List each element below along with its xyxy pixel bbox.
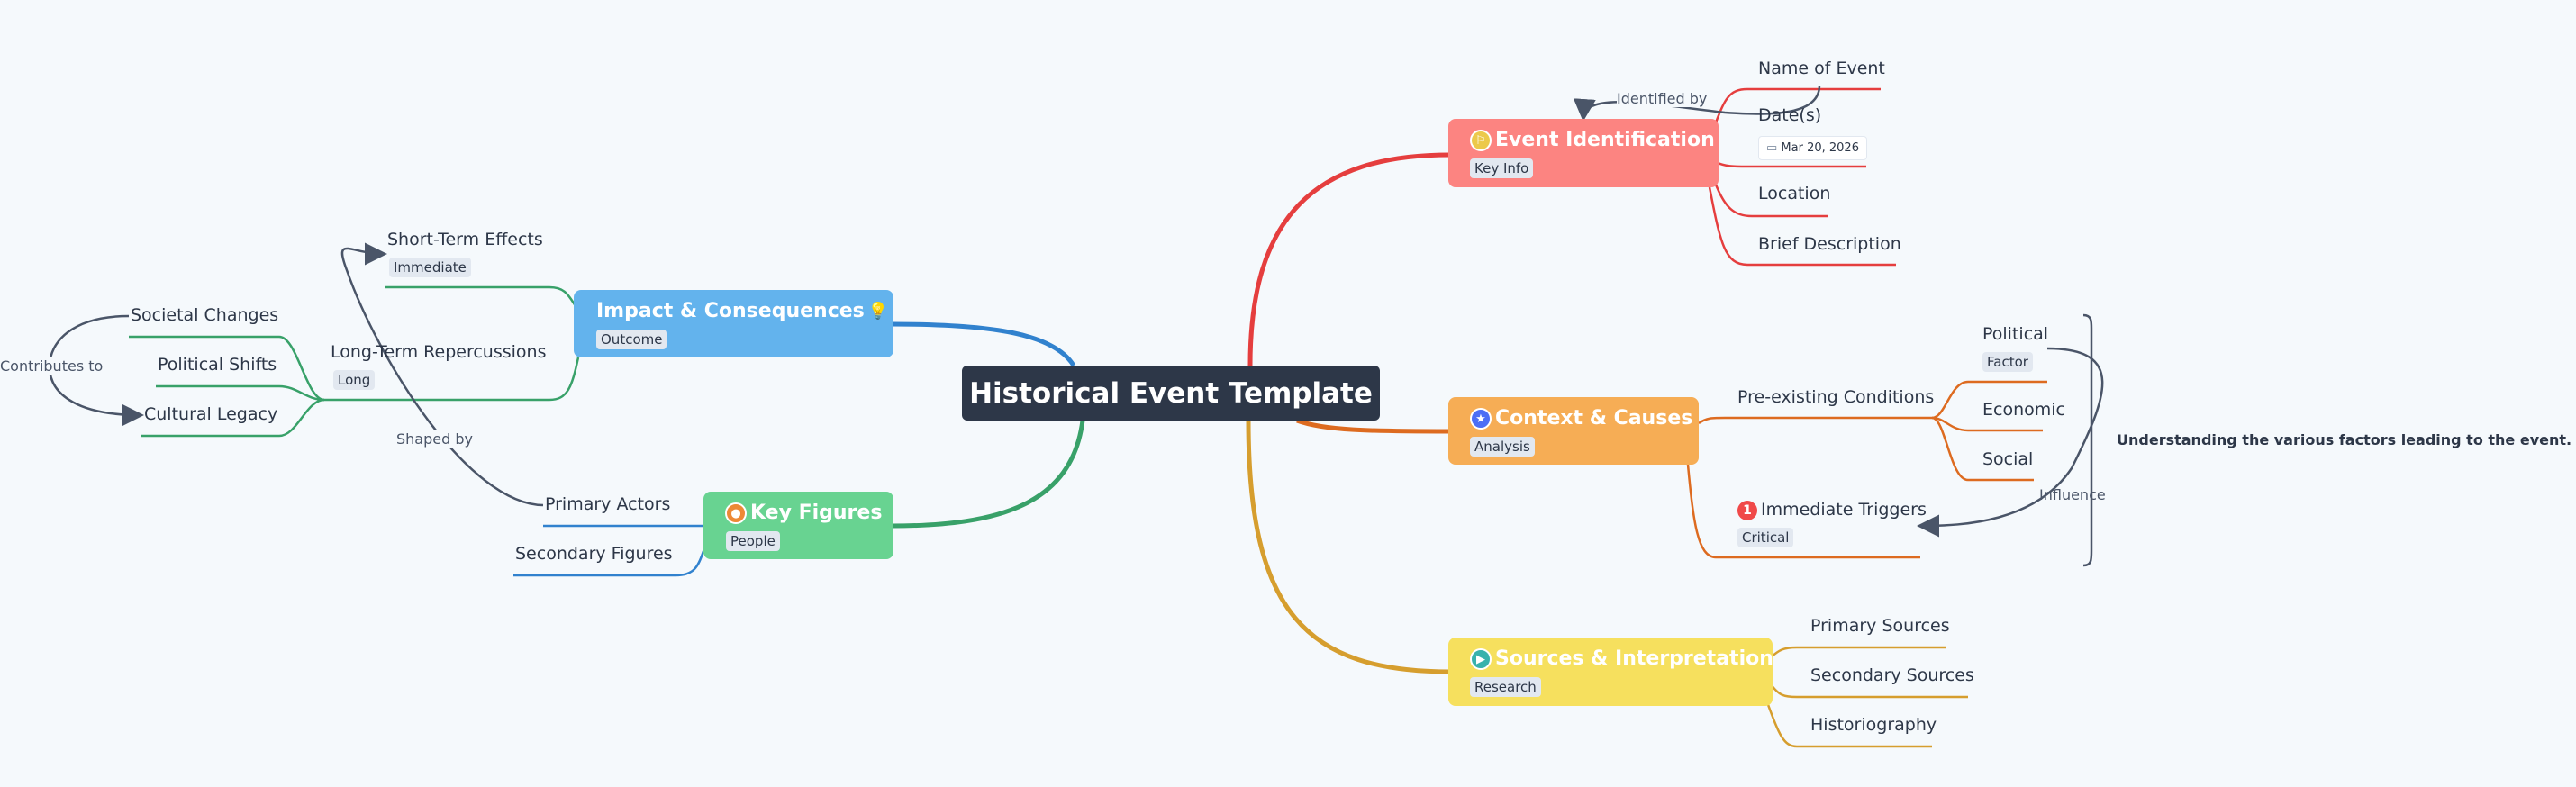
topic-tag: Key Info	[1470, 158, 1534, 178]
subtopic-secondary-figures[interactable]: Secondary Figures	[515, 544, 673, 564]
subtopic-cultural-legacy[interactable]: Cultural Legacy	[144, 404, 278, 424]
relation-label-contributes-to: Contributes to	[0, 357, 104, 375]
critical-tag: Critical	[1737, 528, 1794, 547]
topic-event-identification[interactable]: ⚐ Event Identification Key Info	[1448, 119, 1719, 187]
subtopic-immediate-triggers[interactable]: Immediate Triggers	[1761, 500, 1927, 520]
topic-context-causes[interactable]: ★ Context & Causes Analysis	[1448, 397, 1699, 465]
subtopic-economic[interactable]: Economic	[1982, 400, 2065, 420]
lightbulb-icon: 💡	[867, 302, 889, 321]
subtopic-primary-actors[interactable]: Primary Actors	[545, 494, 671, 514]
subtopic-historiography[interactable]: Historiography	[1810, 715, 1937, 735]
date-chip[interactable]: ▭ Mar 20, 2026	[1758, 136, 1867, 160]
subtopic-dates[interactable]: Date(s)	[1758, 105, 1822, 125]
flag-icon: ⚐	[1470, 130, 1492, 151]
topic-impact-consequences[interactable]: Impact & Consequences 💡 Outcome	[574, 290, 893, 357]
play-icon: ▶	[1470, 648, 1492, 670]
subtopic-secondary-sources[interactable]: Secondary Sources	[1810, 665, 1974, 685]
topic-tag: People	[726, 531, 780, 551]
topic-tag: Analysis	[1470, 437, 1535, 457]
subtopic-political[interactable]: Political	[1982, 324, 2049, 344]
immediate-tag: Immediate	[389, 258, 471, 277]
branch-event	[1247, 152, 1451, 366]
long-tag: Long	[333, 370, 376, 390]
topic-title: Impact & Consequences 💡	[596, 300, 888, 322]
subtopic-social[interactable]: Social	[1982, 449, 2034, 469]
subtopic-name-of-event[interactable]: Name of Event	[1758, 59, 1885, 78]
topic-title: Key Figures	[750, 502, 883, 524]
subtopic-primary-sources[interactable]: Primary Sources	[1810, 616, 1950, 636]
topic-title: Event Identification	[1495, 129, 1715, 151]
branch-sources	[1246, 420, 1451, 674]
topic-key-figures[interactable]: ● Key Figures People	[703, 492, 893, 559]
priority-badge: 1	[1737, 501, 1757, 520]
central-topic[interactable]: Historical Event Template	[962, 366, 1380, 421]
person-icon: ●	[725, 502, 747, 524]
topic-title: Context & Causes	[1495, 407, 1693, 430]
topic-tag: Outcome	[596, 330, 667, 349]
topic-title: Sources & Interpretation	[1495, 647, 1773, 670]
subtopic-long-term-repercussions[interactable]: Long-Term Repercussions	[331, 342, 547, 362]
central-title: Historical Event Template	[969, 376, 1373, 410]
relation-label-influence: Influence	[2039, 486, 2106, 503]
subtopic-political-shifts[interactable]: Political Shifts	[158, 355, 277, 375]
subtopic-societal-changes[interactable]: Societal Changes	[131, 305, 279, 325]
topic-tag: Research	[1470, 677, 1541, 697]
topic-title-text: Impact & Consequences	[596, 300, 865, 322]
date-value: Mar 20, 2026	[1781, 141, 1859, 155]
branch-impact	[891, 321, 1076, 367]
calendar-icon: ▭	[1766, 141, 1782, 155]
topic-sources-interpretation[interactable]: ▶ Sources & Interpretation Research	[1448, 638, 1773, 706]
star-icon: ★	[1470, 408, 1492, 430]
branch-context	[1296, 418, 1451, 434]
summary-brace	[2082, 313, 2093, 567]
subtopic-brief-description[interactable]: Brief Description	[1758, 234, 1901, 254]
summary-text[interactable]: Understanding the various factors leadin…	[2117, 431, 2572, 448]
relation-label-shaped-by: Shaped by	[396, 430, 473, 448]
relation-label-identified-by: Identified by	[1617, 90, 1708, 107]
subtopic-preexisting-conditions[interactable]: Pre-existing Conditions	[1737, 387, 1935, 407]
factor-tag: Factor	[1982, 352, 2033, 372]
subtopic-short-term-effects[interactable]: Short-Term Effects	[387, 230, 543, 249]
branch-figures	[891, 420, 1085, 529]
subtopic-location[interactable]: Location	[1758, 184, 1831, 204]
